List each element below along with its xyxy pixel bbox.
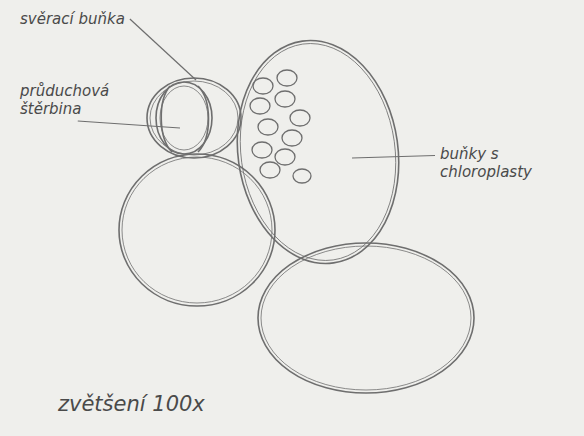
leader-line	[352, 156, 435, 159]
chloroplast	[252, 142, 272, 158]
chloroplast	[258, 119, 278, 135]
part-label: buňky s chloroplasty	[440, 145, 575, 181]
chloroplast	[293, 169, 311, 183]
cell-outline	[119, 154, 275, 306]
part-label: svěrací buňka	[20, 10, 125, 28]
chloroplast	[260, 162, 280, 178]
cell-outline	[258, 243, 474, 393]
stoma-outline	[150, 81, 238, 155]
stoma-slit	[161, 86, 208, 152]
chloroplast	[290, 110, 310, 126]
guard-cell	[156, 82, 212, 154]
part-label: průduchová štěrbina	[20, 82, 125, 118]
leader-line	[78, 121, 180, 128]
stoma-outline	[147, 78, 241, 158]
cell-outline	[261, 246, 471, 390]
chloroplast	[253, 78, 273, 94]
guard-cell	[160, 86, 208, 150]
cell-outline	[122, 157, 272, 303]
cell-outline	[223, 30, 413, 274]
chloroplast	[277, 70, 297, 86]
chloroplast	[275, 91, 295, 107]
leader-line	[130, 19, 196, 80]
cell-outline	[227, 33, 410, 270]
chloroplast	[250, 98, 270, 114]
chloroplast	[275, 149, 295, 165]
chloroplast	[282, 130, 302, 146]
magnification-note: zvětšení 100x	[58, 392, 205, 417]
